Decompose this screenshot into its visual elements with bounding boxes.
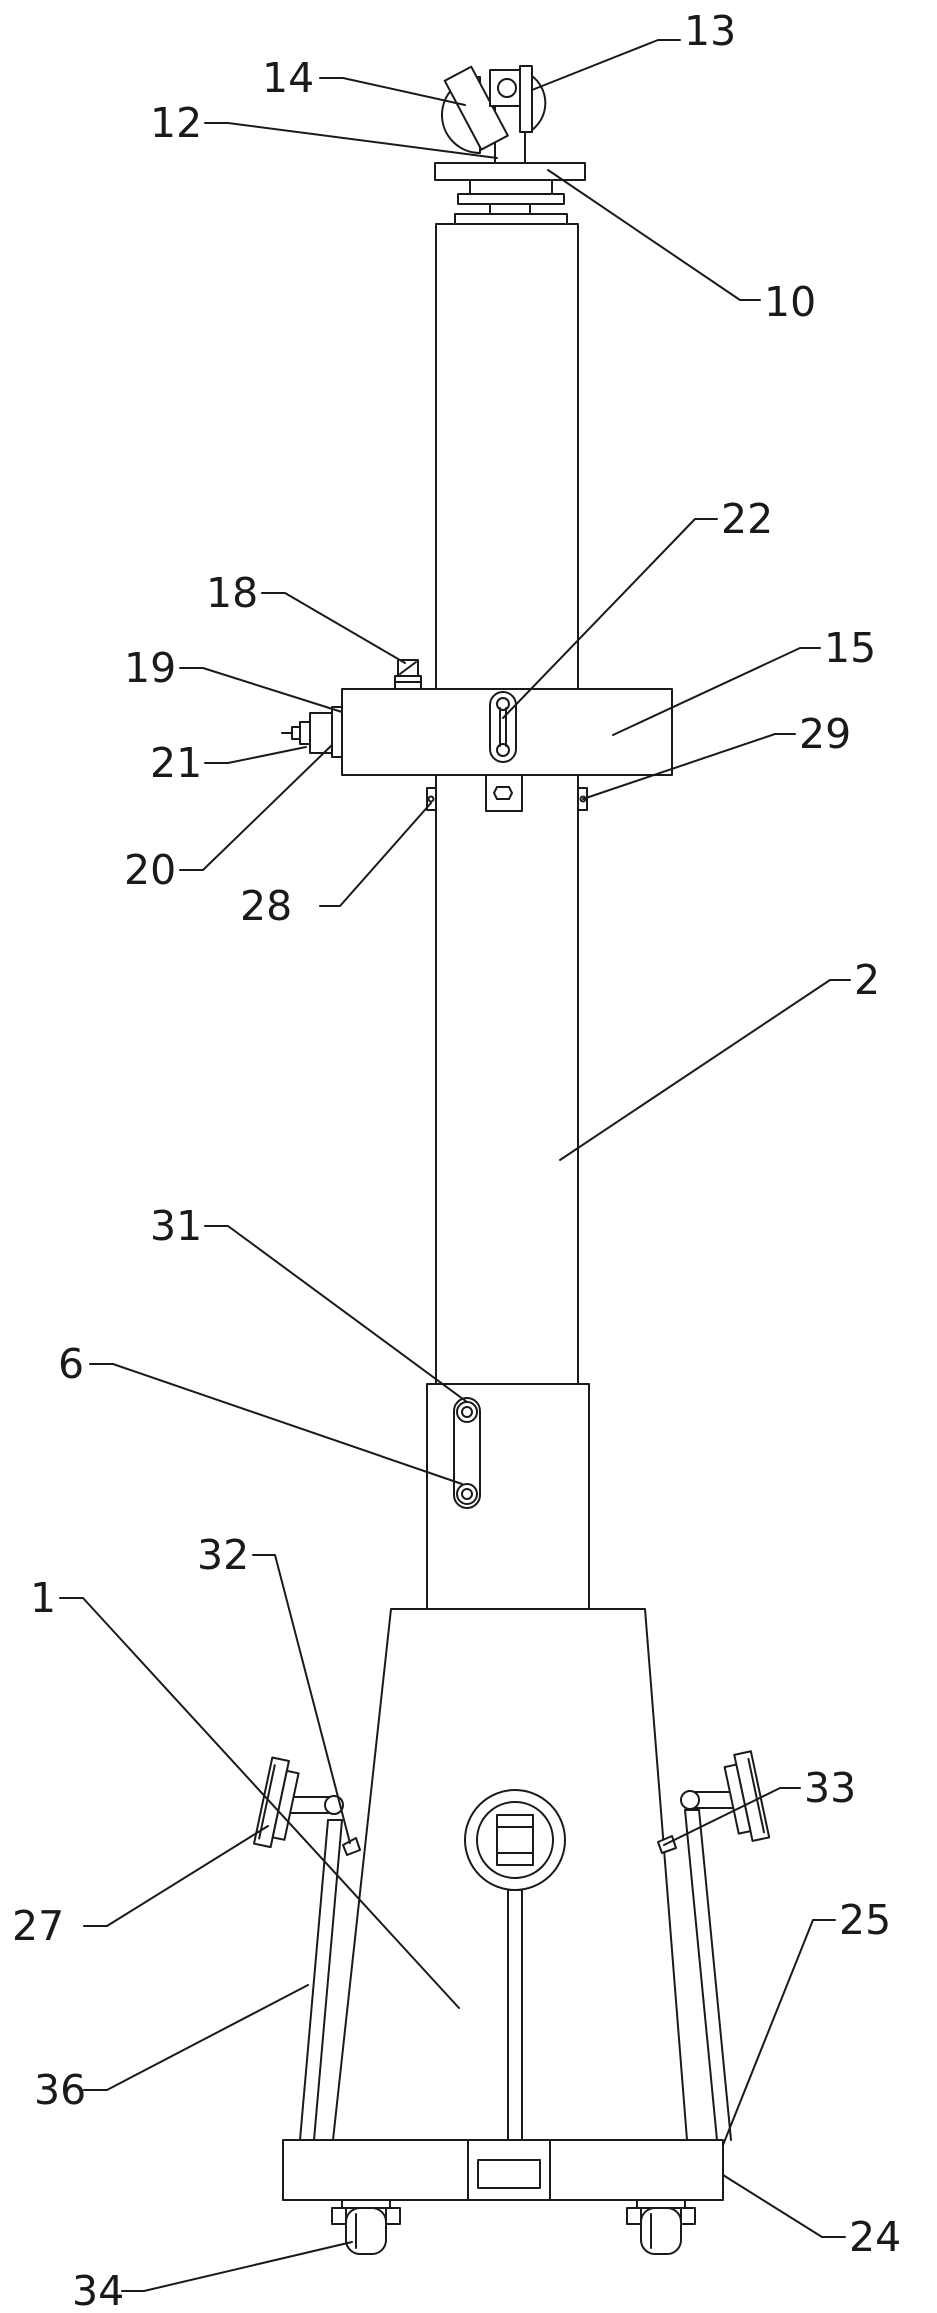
base-housing (332, 1608, 688, 2151)
callout-22: 22 (721, 495, 773, 543)
callout-labels: 14 13 12 10 22 18 15 19 29 21 20 28 2 31… (12, 7, 901, 2313)
carriage-block (281, 659, 673, 812)
callout-20: 20 (124, 846, 176, 894)
callout-34: 34 (72, 2267, 124, 2313)
callout-21: 21 (150, 739, 202, 787)
callout-10: 10 (764, 278, 816, 326)
callout-31: 31 (150, 1202, 202, 1250)
callout-36: 36 (34, 2066, 86, 2114)
callout-1: 1 (30, 1574, 56, 1622)
callout-6: 6 (58, 1340, 84, 1388)
callout-15: 15 (824, 624, 876, 672)
callout-13: 13 (684, 7, 736, 55)
callout-25: 25 (839, 1896, 891, 1944)
callout-29: 29 (799, 710, 851, 758)
top-clamp-assembly (434, 65, 586, 215)
callout-19: 19 (124, 644, 176, 692)
right-outrigger (657, 1750, 771, 2141)
left-caster (331, 2199, 401, 2255)
callout-18: 18 (206, 569, 258, 617)
lower-sleeve (426, 1383, 590, 1610)
callout-24: 24 (849, 2213, 901, 2261)
right-caster (626, 2199, 696, 2255)
base-platform (282, 2139, 724, 2201)
callout-27: 27 (12, 1902, 64, 1950)
callout-28: 28 (240, 882, 292, 930)
callout-32: 32 (197, 1531, 249, 1579)
callout-12: 12 (150, 99, 202, 147)
callout-33: 33 (804, 1764, 856, 1812)
callout-2: 2 (854, 956, 880, 1004)
leader-lines (59, 39, 851, 2292)
callout-14: 14 (262, 54, 314, 102)
